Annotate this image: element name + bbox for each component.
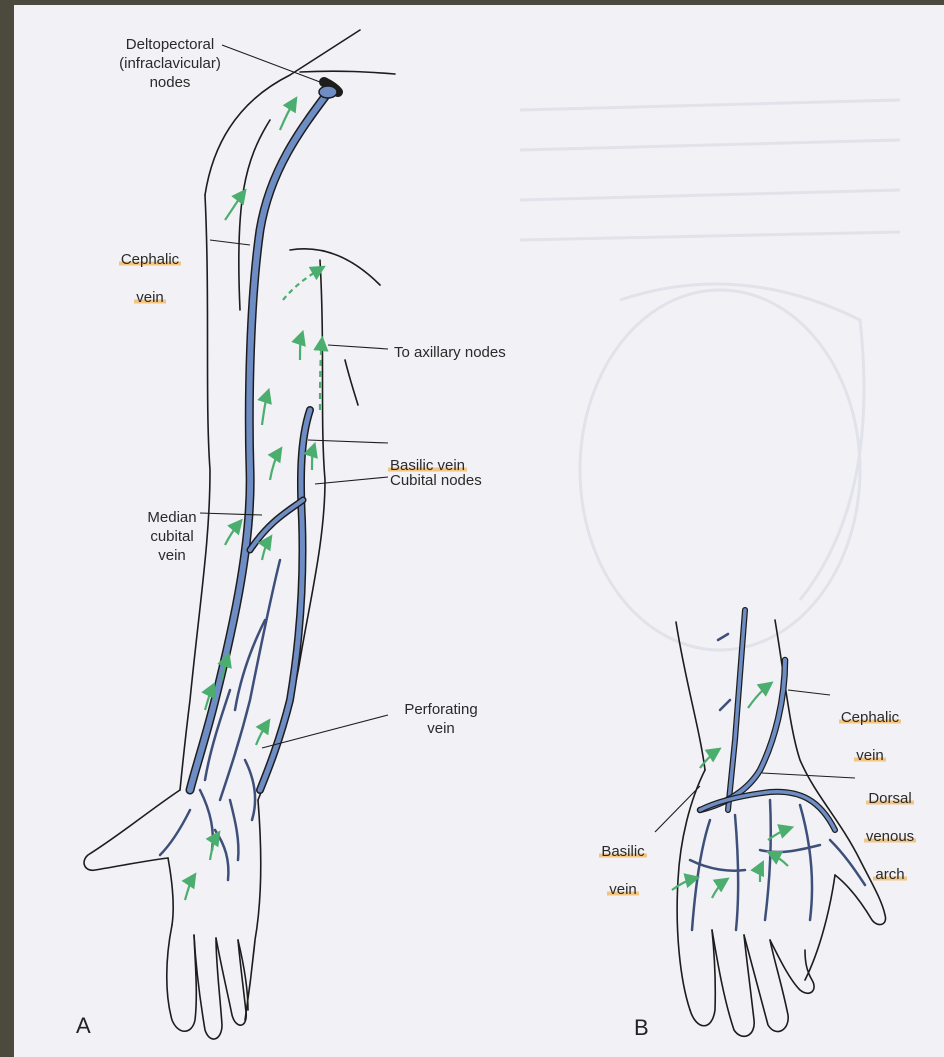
- basilic-vein-b-label: Basilic vein: [588, 823, 658, 899]
- dorsal-venous-arch-label-line3: arch: [873, 866, 906, 883]
- figure-page: Deltopectoral (infraclavicular) nodes Ce…: [14, 5, 944, 1057]
- cephalic-vein-a-label-line2: vein: [134, 289, 166, 306]
- cephalic-vein-b-label-line2: vein: [854, 747, 886, 764]
- cephalic-vein-a-label: Cephalic vein: [110, 231, 190, 307]
- background-texture: [520, 100, 900, 650]
- hand-veins: [690, 610, 865, 930]
- basilic-vein-b-label-line1: Basilic: [599, 843, 646, 860]
- arm-veins: [160, 82, 338, 880]
- dorsal-venous-arch-label-line1: Dorsal: [866, 790, 913, 807]
- dorsal-venous-arch: [700, 792, 835, 830]
- basilic-vein-a-label: Basilic vein: [388, 437, 467, 475]
- dorsal-venous-arch-label: Dorsal venous arch: [850, 770, 930, 884]
- cubital-nodes-label: Cubital nodes: [390, 471, 482, 490]
- perforating-vein-label: Perforating vein: [386, 700, 496, 738]
- panel-label-a: A: [76, 1013, 91, 1039]
- panel-label-b: B: [634, 1015, 649, 1041]
- basilic-vein-b-label-line2: vein: [607, 881, 639, 898]
- cephalic-vein-a-label-line1: Cephalic: [119, 251, 181, 268]
- cephalic-vein-b-label-line1: Cephalic: [839, 709, 901, 726]
- dorsal-venous-arch-label-line2: venous: [864, 828, 916, 845]
- to-axillary-nodes-label: To axillary nodes: [394, 343, 506, 362]
- cephalic-vein-b-label: Cephalic vein: [830, 689, 910, 765]
- deltopectoral-nodes-label: Deltopectoral (infraclavicular) nodes: [95, 35, 245, 92]
- median-cubital-vein-label: Median cubital vein: [124, 508, 220, 565]
